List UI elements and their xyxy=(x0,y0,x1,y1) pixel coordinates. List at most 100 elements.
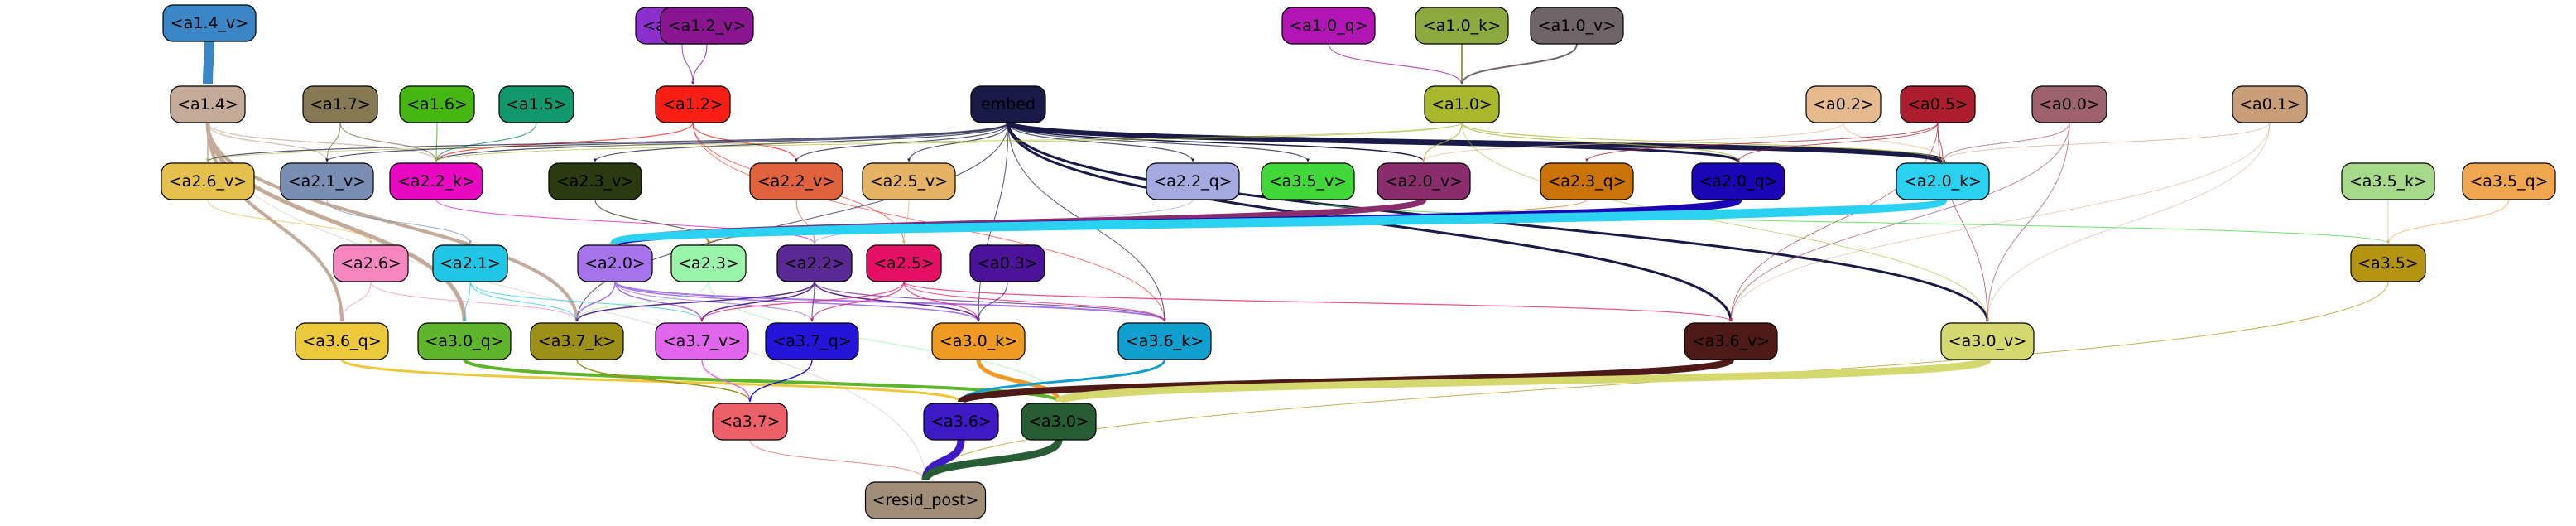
node-a1-6[interactable]: <a1.6> xyxy=(399,85,475,123)
edge-a2_5-to-a3_7_q xyxy=(810,281,905,322)
node-a3-5-k[interactable]: <a3.5_k> xyxy=(2341,162,2435,200)
node-label: embed xyxy=(981,95,1036,113)
node-a3-6-k[interactable]: <a3.6_k> xyxy=(1117,322,1212,360)
edge-a0_1-to-a2_0_k xyxy=(1941,122,2271,162)
node-a0-1[interactable]: <a0.1> xyxy=(2232,85,2308,123)
node-box xyxy=(1691,162,1785,200)
node-a2-0-q[interactable]: <a2.0_q> xyxy=(1691,162,1785,200)
node-a3-0-k[interactable]: <a3.0_k> xyxy=(931,322,1026,360)
node-a1-0-v[interactable]: <a1.0_v> xyxy=(1530,7,1624,45)
node-a2-1[interactable]: <a2.1> xyxy=(432,244,508,282)
node-a2-2-q[interactable]: <a2.2_q> xyxy=(1146,162,1240,200)
node-label: <a2.3_q> xyxy=(1547,172,1626,191)
node-label: <a1.2_v> xyxy=(668,17,746,35)
node-box xyxy=(923,403,999,441)
node-label: <a2.3> xyxy=(678,254,739,273)
node-box xyxy=(1540,162,1634,200)
node-a3-7-v[interactable]: <a3.7_v> xyxy=(655,322,749,360)
node-a3-5[interactable]: <a3.5> xyxy=(2350,244,2426,282)
edge-a2_5-to-a3_6_k xyxy=(903,281,1166,322)
node-box xyxy=(1805,85,1882,123)
node-a1-2[interactable]: <a1.2> xyxy=(655,85,731,123)
node-a2-0-k[interactable]: <a2.0_k> xyxy=(1896,162,1990,200)
node-label: <a3.6_k> xyxy=(1126,332,1204,350)
node-box xyxy=(548,162,642,200)
node-embed[interactable]: embed xyxy=(970,85,1046,123)
edge-a0_1-to-a3_6_v xyxy=(1729,122,2271,322)
edge-a1_4-to-a3_0_q xyxy=(205,122,467,322)
node-a2-3-q[interactable]: <a2.3_q> xyxy=(1540,162,1634,200)
node-label: <a2.2_k> xyxy=(397,172,475,191)
node-box xyxy=(170,85,246,123)
node-a3-7[interactable]: <a3.7> xyxy=(712,403,788,441)
node-a3-5-v[interactable]: <a3.5_v> xyxy=(1261,162,1355,200)
node-a0-5[interactable]: <a0.5> xyxy=(1900,85,1976,123)
edge-a3_0_v-to-a3_0 xyxy=(1055,355,1992,406)
node-label: <a1.0> xyxy=(1431,95,1492,113)
edge-a2_5-to-a3_0_k xyxy=(903,281,980,322)
node-box xyxy=(2350,244,2426,282)
node-a0-3[interactable]: <a0.3> xyxy=(969,244,1045,282)
node-resid-post[interactable]: <resid_post> xyxy=(864,481,987,519)
node-a1-0[interactable]: <a1.0> xyxy=(1424,85,1500,123)
edge-embed-to-a2_6_v xyxy=(206,122,1009,162)
node-a3-0[interactable]: <a3.0> xyxy=(1021,403,1097,441)
node-a1-7[interactable]: <a1.7> xyxy=(302,85,378,123)
edge-a1_0-to-a2_0_k xyxy=(1461,122,1944,162)
edge-a1_2-to-a2_2_k xyxy=(435,122,694,162)
node-a3-6-v[interactable]: <a3.6_v> xyxy=(1684,322,1778,360)
node-a3-6[interactable]: <a3.6> xyxy=(923,403,999,441)
node-a3-6-q[interactable]: <a3.6_q> xyxy=(295,322,389,360)
edge-a1_0-to-a2_6_v xyxy=(206,122,1463,162)
node-label: <a1.2> xyxy=(662,95,723,113)
node-a0-2[interactable]: <a0.2> xyxy=(1805,85,1882,123)
node-label: <a2.0_v> xyxy=(1385,172,1463,191)
node-a2-5[interactable]: <a2.5> xyxy=(866,244,942,282)
node-a2-0[interactable]: <a2.0> xyxy=(577,244,653,282)
edge-a1_4-to-a3_6_q xyxy=(206,122,344,322)
node-a2-1-v[interactable]: <a2.1_v> xyxy=(280,162,374,200)
node-a2-3[interactable]: <a2.3> xyxy=(670,244,747,282)
edge-a3_6_q-to-a3_6 xyxy=(340,358,963,403)
node-a3-7-q[interactable]: <a3.7_q> xyxy=(765,322,859,360)
edge-a2_2-to-a3_7_q xyxy=(810,281,815,322)
node-a1-0-q[interactable]: <a1.0_q> xyxy=(1281,7,1376,45)
node-a2-5-v[interactable]: <a2.5_v> xyxy=(862,162,956,200)
node-a2-3-v[interactable]: <a2.3_v> xyxy=(548,162,642,200)
edge-embed-to-a2_0_k xyxy=(1006,120,1945,164)
node-label: <a1.4> xyxy=(177,95,238,113)
node-a3-0-q[interactable]: <a3.0_q> xyxy=(417,322,512,360)
edge-a2_0-to-a3_6_k xyxy=(614,281,1166,322)
node-a2-6[interactable]: <a2.6> xyxy=(333,244,409,282)
node-a1-4[interactable]: <a1.4> xyxy=(170,85,246,123)
node-label: <a3.7_q> xyxy=(772,332,851,350)
node-a3-0-v[interactable]: <a3.0_v> xyxy=(1940,322,2035,360)
node-label: <a2.2_q> xyxy=(1153,172,1232,191)
node-box xyxy=(862,162,956,200)
node-label: <a0.5> xyxy=(1907,95,1968,113)
edge-a1_0_q-to-a1_0 xyxy=(1328,43,1463,85)
node-box xyxy=(161,162,255,200)
node-a1-4-v[interactable]: <a1.4_v> xyxy=(162,4,257,42)
edge-a1_2_q-to-a1_2 xyxy=(681,43,694,85)
edge-a2_6-to-a3_6_q xyxy=(340,281,372,322)
node-label: <a2.5_v> xyxy=(870,172,948,191)
node-a2-0-v[interactable]: <a2.0_v> xyxy=(1377,162,1471,200)
node-a1-2-v[interactable]: <a1.2_v> xyxy=(660,7,754,45)
node-label: <a2.0_q> xyxy=(1699,172,1777,191)
edge-a2_0-to-a3_7_k xyxy=(575,281,616,322)
node-a2-6-v[interactable]: <a2.6_v> xyxy=(161,162,255,200)
node-a2-2-k[interactable]: <a2.2_k> xyxy=(389,162,483,200)
node-a2-2-v[interactable]: <a2.2_v> xyxy=(749,162,843,200)
node-box xyxy=(162,4,257,42)
node-label: <a1.5> xyxy=(506,95,567,113)
node-a0-0[interactable]: <a0.0> xyxy=(2031,85,2107,123)
edge-a0_5-to-a3_0_v xyxy=(1937,122,1989,322)
edge-a2_2-to-a3_7_v xyxy=(700,281,815,322)
node-a2-2[interactable]: <a2.2> xyxy=(776,244,853,282)
node-a1-0-k[interactable]: <a1.0_k> xyxy=(1415,7,1509,45)
node-a3-7-k[interactable]: <a3.7_k> xyxy=(530,322,624,360)
node-a1-5[interactable]: <a1.5> xyxy=(498,85,574,123)
node-a3-5-q[interactable]: <a3.5_q> xyxy=(2462,162,2556,200)
edge-a0_2-to-a2_0_k xyxy=(1843,122,1944,162)
